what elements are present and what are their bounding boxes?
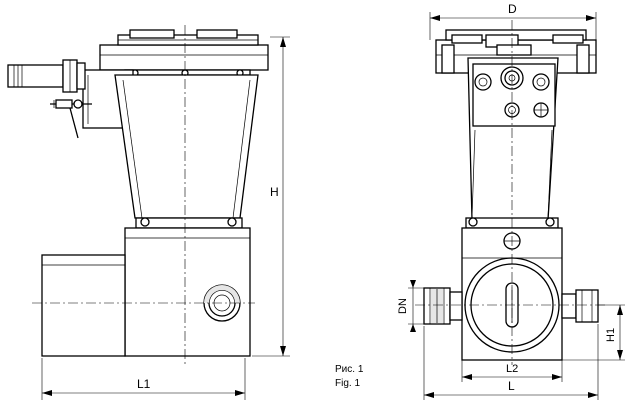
dimension-DN: DN — [397, 280, 428, 332]
earth-screw-side — [50, 99, 92, 139]
dimension-H1: H1 — [562, 304, 625, 361]
dimension-D: D — [429, 2, 597, 40]
dimension-L1: L1 — [41, 358, 246, 400]
dimension-L2: L2 — [461, 360, 563, 382]
terminal-box-side — [99, 29, 269, 77]
front-view: D DN H1 L2 — [397, 2, 625, 400]
dimension-H: H — [252, 36, 290, 357]
dimension-label-DN: DN — [397, 298, 409, 314]
connection-left-front — [423, 287, 463, 325]
cable-gland-side — [7, 59, 86, 93]
dimension-label-L2: L2 — [506, 363, 518, 375]
dimension-label-H: H — [270, 185, 279, 199]
caption-ru: Рис. 1 — [335, 364, 364, 375]
dimension-L: L — [423, 324, 599, 400]
figure-caption: Рис. 1 Fig. 1 — [335, 364, 364, 389]
dimension-label-D: D — [508, 2, 517, 16]
side-view: H L1 — [7, 25, 290, 400]
valve-body-side — [41, 227, 251, 357]
dimension-label-L1: L1 — [137, 377, 151, 391]
tapered-housing-side — [114, 74, 259, 229]
caption-en: Fig. 1 — [335, 378, 360, 389]
dimension-label-L: L — [508, 379, 515, 393]
connection-right-front — [561, 289, 599, 323]
dimension-label-H1: H1 — [605, 328, 617, 342]
